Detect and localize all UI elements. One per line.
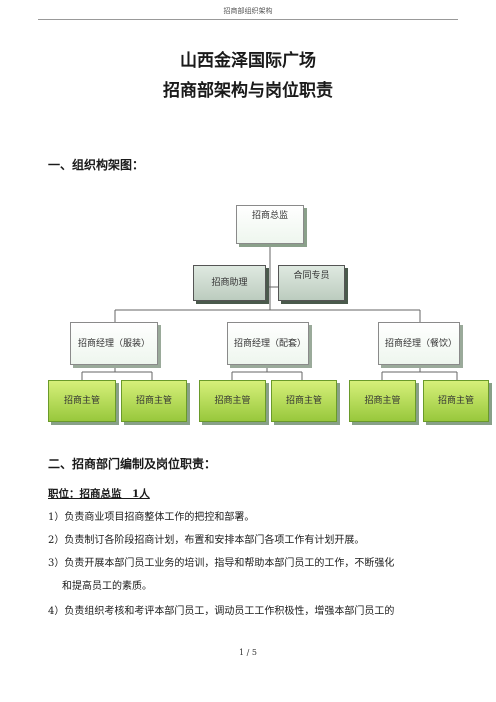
org-node-supervisor: 招商主管 — [48, 380, 116, 422]
document-title: 山西金泽国际广场 — [180, 51, 316, 71]
org-node-manager-dining: 招商经理（餐饮） — [378, 322, 460, 365]
org-node-director: 招商总监 — [236, 205, 304, 244]
org-node-supervisor: 招商主管 — [349, 380, 416, 422]
org-node-manager-supporting: 招商经理（配套） — [227, 322, 309, 365]
header-rule — [38, 19, 458, 20]
page-number: 1 / 5 — [239, 648, 257, 657]
section-heading-org-chart: 一、组织构架图： — [48, 158, 145, 172]
duty-item: 1）负责商业项目招商整体工作的把控和部署。 — [48, 512, 255, 523]
org-node-supervisor: 招商主管 — [271, 380, 337, 422]
duty-item-continued: 和提高员工的素质。 — [62, 581, 152, 592]
position-title: 职位：招商总监 1人 — [48, 488, 150, 500]
org-node-supervisor: 招商主管 — [121, 380, 187, 422]
duty-item: 4）负责组织考核和考评本部门员工，调动员工工作积极性，增强本部门员工的 — [48, 606, 395, 617]
org-node-supervisor: 招商主管 — [199, 380, 266, 422]
org-node-manager-apparel: 招商经理（服装） — [70, 322, 158, 365]
page-header: 招商部组织架构 — [223, 7, 273, 15]
duty-item: 3）负责开展本部门员工业务的培训，指导和帮助本部门员工的工作，不断强化 — [48, 558, 395, 569]
org-node-supervisor: 招商主管 — [423, 380, 489, 422]
section-heading-staffing: 二、招商部门编制及岗位职责： — [48, 457, 217, 471]
org-node-contract-specialist: 合同专员 — [278, 265, 345, 301]
document-subtitle: 招商部架构与岗位职责 — [163, 81, 333, 101]
org-node-assistant: 招商助理 — [193, 265, 266, 301]
duty-item: 2）负责制订各阶段招商计划，布置和安排本部门各项工作有计划开展。 — [48, 535, 365, 546]
